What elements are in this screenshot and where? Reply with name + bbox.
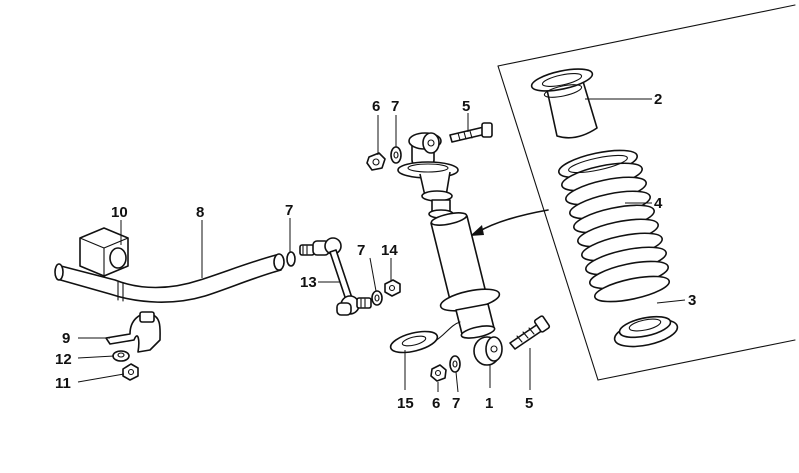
stabilizer-bushing — [79, 227, 129, 277]
lower-spring-seat — [613, 315, 679, 348]
callout-3: 3 — [688, 292, 696, 309]
bracket-nut — [122, 363, 139, 381]
callout-13: 13 — [300, 274, 317, 291]
upper-bolt — [449, 122, 493, 143]
callout-1: 1 — [485, 395, 493, 412]
lower-bolt — [509, 315, 551, 350]
bracket-washer — [112, 350, 130, 362]
stabilizer-link — [299, 237, 372, 316]
shock-absorber — [397, 132, 503, 366]
callout-2: 2 — [654, 91, 662, 108]
link-washer — [371, 290, 383, 306]
coil-spring — [558, 149, 671, 303]
upper-nut — [366, 152, 386, 171]
stabilizer-bar — [54, 253, 285, 303]
upper-washer — [390, 146, 402, 164]
callout-6-top: 6 — [372, 98, 380, 115]
spring-group-frame — [497, 4, 796, 381]
callout-9: 9 — [62, 330, 70, 347]
callout-7-link: 7 — [357, 242, 365, 259]
callout-5-bottom: 5 — [525, 395, 533, 412]
rubber-pad — [389, 330, 439, 354]
assembly-arrow — [470, 209, 549, 236]
link-nut — [384, 279, 401, 297]
callout-10: 10 — [111, 204, 128, 221]
bushing-bracket — [105, 311, 161, 353]
callout-14: 14 — [381, 242, 398, 259]
lower-nut — [430, 364, 447, 382]
callout-11: 11 — [55, 375, 71, 392]
callout-7-bottom: 7 — [452, 395, 460, 412]
callout-15: 15 — [397, 395, 414, 412]
callout-7-top: 7 — [391, 98, 399, 115]
callout-6-bottom: 6 — [432, 395, 440, 412]
callout-4: 4 — [654, 195, 663, 212]
callout-5-top: 5 — [462, 98, 470, 115]
leader-lines — [77, 98, 686, 393]
lower-washer — [449, 355, 461, 373]
bar-washer — [286, 251, 296, 267]
callout-12: 12 — [55, 351, 72, 368]
upper-spring-seat — [530, 68, 598, 139]
callout-labels: 2 4 3 1 5 5 6 7 15 6 7 7 7 14 13 8 10 9 … — [55, 91, 696, 412]
callout-8: 8 — [196, 204, 204, 221]
callout-7-bar: 7 — [285, 202, 293, 219]
